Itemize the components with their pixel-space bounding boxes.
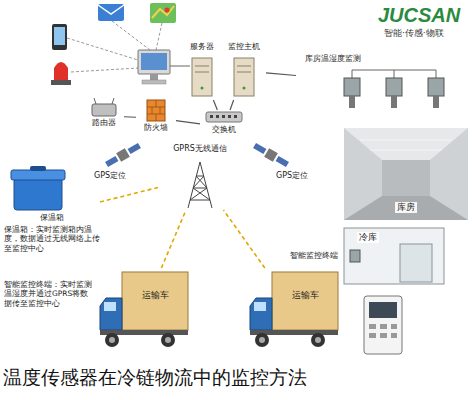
firewall-box: 防火墙 (136, 98, 176, 138)
text-block: 监控主机 (222, 42, 266, 52)
truck-left (100, 272, 188, 347)
firewall-icon (147, 100, 165, 121)
gps-satellite (105, 143, 289, 167)
truck-box: 运输车 (98, 268, 190, 350)
wireless-connector (100, 188, 158, 203)
phone-icon (52, 24, 67, 50)
text-block: 运输车 (272, 290, 338, 301)
router-box: 路由器 (84, 98, 124, 134)
truck-right (250, 272, 338, 347)
alarm-light (51, 62, 71, 85)
wireless-connector (224, 210, 265, 268)
node-label: 库房温湿度监测 (298, 54, 368, 64)
node-label: 路由器 (84, 118, 124, 128)
computer-icon (138, 50, 170, 84)
cold-room (344, 228, 444, 284)
caption: 温度传感器在冷链物流中的监控方法 (3, 366, 307, 390)
brand-logo: JUCSAN (378, 3, 460, 28)
wired-connector (213, 100, 217, 110)
node-label: 防火墙 (136, 123, 176, 133)
node-label: 保温箱 (4, 213, 100, 223)
server-box: 服务器 (186, 42, 218, 100)
node-label: 运输车 (272, 290, 338, 301)
text-block: 服务器 (186, 42, 218, 52)
map-icon (150, 3, 176, 23)
brand-slogan: 智能·传感·物联 (384, 28, 444, 39)
monitor-host-box: 监控主机 (222, 42, 266, 100)
wired-connector (124, 116, 136, 118)
label-patch: 库房 (395, 202, 417, 213)
email-icon (98, 4, 124, 21)
network-wire (170, 66, 190, 67)
text-block: GPRS无线通信 (158, 144, 242, 154)
server-icon (192, 58, 254, 96)
node-label: 交换机 (200, 125, 248, 135)
terminal-note: 智能监控终端 (290, 251, 338, 260)
label-patch: 冷库 (357, 232, 379, 243)
wired-connector (266, 73, 296, 76)
wired-connector (230, 100, 234, 110)
node-label: GPRS无线通信 (158, 144, 242, 154)
node-label: 库房 (386, 202, 426, 213)
text-block: 库房 (386, 202, 426, 213)
gprs-tower-box: GPRS无线通信 (158, 144, 242, 210)
recorder-device (364, 296, 402, 354)
text-block: 库房温湿度监测 (298, 54, 368, 64)
text-block: 运输车 (122, 290, 188, 301)
node-label: 运输车 (122, 290, 188, 301)
terminal-note: 智能监控终端：实时监测温湿度并通过GPRS将数据传至监控中心 (4, 280, 92, 308)
wireless-connector (161, 210, 186, 268)
node-description: 保温箱：实时监测箱内温度，数据通过无线网络上传至监控中心 (4, 225, 100, 253)
cool-box-node: 保温箱保温箱：实时监测箱内温度，数据通过无线网络上传至监控中心 (4, 164, 100, 264)
node-label: 服务器 (186, 42, 218, 52)
sensor-group-box: 库房温湿度监测 (296, 52, 468, 114)
text-block: 保温箱保温箱：实时监测箱内温度，数据通过无线网络上传至监控中心 (4, 213, 100, 253)
switch-icon (206, 112, 242, 122)
warehouse-box: 库房 (344, 128, 468, 220)
node-label: 冷库 (348, 232, 388, 243)
warehouse-photo (344, 128, 468, 220)
signal-tower (188, 162, 212, 208)
cold-room-box: 冷库 (344, 228, 444, 284)
text-block: 路由器 (84, 118, 124, 128)
text-block: 冷库 (348, 232, 388, 243)
gps-label: GPS定位 (276, 171, 308, 181)
text-block: 防火墙 (136, 123, 176, 133)
cool-box (11, 166, 65, 210)
node-label: 监控主机 (222, 42, 266, 52)
switch-box: 交换机 (200, 110, 248, 144)
gps-label: GPS定位 (94, 171, 126, 181)
sensor-group (344, 70, 444, 108)
router-icon (92, 98, 116, 116)
truck-box: 运输车 (248, 268, 340, 350)
wired-connector (176, 121, 200, 124)
text-block: 交换机 (200, 125, 248, 135)
